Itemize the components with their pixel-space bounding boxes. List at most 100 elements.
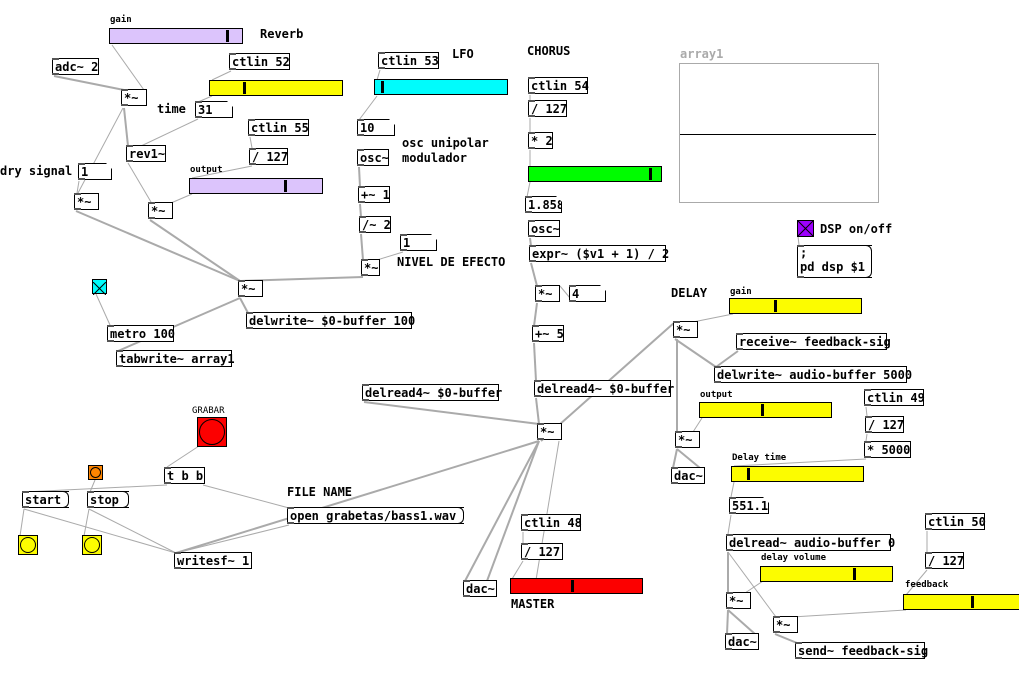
metro-toggle[interactable]	[92, 279, 107, 296]
delwrite-audio-buffer[interactable]: delwrite~ audio-buffer 5000	[714, 366, 912, 383]
dry-signal-label: dry signal	[0, 164, 73, 178]
slider-knob[interactable]	[284, 180, 287, 192]
delay-gain-slider[interactable]	[729, 298, 862, 314]
rev1-object[interactable]: rev1~	[126, 145, 166, 162]
receive-feedback[interactable]: receive~ feedback-sig	[736, 333, 891, 350]
time-number-box[interactable]: 31	[195, 101, 233, 118]
master-multiply[interactable]: *~	[537, 423, 562, 440]
slider-knob[interactable]	[853, 568, 856, 580]
level-label: NIVEL DE EFECTO	[397, 255, 506, 269]
writesf-object[interactable]: writesf~ 1	[174, 552, 252, 569]
lfo-slider[interactable]	[374, 79, 508, 95]
feedback-divide-127[interactable]: / 127	[925, 552, 964, 569]
chorus-osc[interactable]: osc~	[528, 220, 560, 237]
tabwrite-object[interactable]: tabwrite~ array1	[116, 350, 235, 367]
chorus-number-box[interactable]: 1.858	[525, 196, 562, 213]
bang-circle-icon	[20, 537, 36, 553]
stop-bang[interactable]	[82, 535, 102, 555]
adc-object[interactable]: adc~ 2	[52, 58, 99, 75]
ctlin-55[interactable]: ctlin 55	[248, 119, 309, 136]
lfo-multiply[interactable]: *~	[361, 259, 380, 276]
delay-time-number[interactable]: 551.1	[729, 497, 769, 514]
send-feedback[interactable]: send~ feedback-sig	[795, 642, 928, 659]
divide-127[interactable]: / 127	[249, 148, 288, 165]
orange-bang[interactable]	[88, 465, 103, 480]
delay-output-multiply[interactable]: *~	[675, 431, 700, 448]
chorus-multiply[interactable]: *~	[535, 285, 560, 302]
delay-title: DELAY	[671, 286, 708, 300]
chorus-multiply-2[interactable]: * 2	[528, 132, 553, 149]
slider-knob[interactable]	[381, 81, 384, 93]
bang-circle-icon	[84, 537, 100, 553]
record-bang[interactable]	[197, 417, 227, 447]
stop-message[interactable]: stop	[87, 491, 129, 508]
delread4-left[interactable]: delread4~ $0-buffer	[362, 384, 502, 401]
ctlin-53[interactable]: ctlin 53	[378, 52, 439, 69]
array-name: array1	[680, 47, 724, 61]
dsp-toggle[interactable]	[797, 220, 814, 237]
start-message[interactable]: start	[22, 491, 69, 508]
chorus-add[interactable]: +~ 5	[532, 325, 564, 342]
delay-volume-multiply[interactable]: *~	[726, 592, 751, 609]
master-slider[interactable]	[510, 578, 643, 594]
bang-circle-icon	[90, 467, 101, 478]
delay-volume-label: delay volume	[761, 553, 827, 563]
ctlin-48[interactable]: ctlin 48	[521, 514, 582, 531]
delay-dac-2[interactable]: dac~	[725, 633, 759, 650]
start-bang[interactable]	[18, 535, 38, 555]
wet-multiply[interactable]: *~	[148, 202, 173, 219]
lfo-osc[interactable]: osc~	[357, 149, 389, 166]
reverb-output-slider[interactable]	[189, 178, 323, 194]
slider-knob[interactable]	[649, 168, 652, 180]
mix-multiply[interactable]: *~	[238, 280, 263, 297]
metro-object[interactable]: metro 100	[107, 325, 175, 342]
ctlin-54[interactable]: ctlin 54	[528, 77, 589, 94]
delay-output-label: output	[700, 390, 733, 400]
delread-audio-buffer[interactable]: delread~ audio-buffer 0	[726, 534, 895, 551]
reverb-input-multiply[interactable]: *~	[121, 89, 147, 106]
reverb-gain-slider[interactable]	[109, 28, 243, 44]
feedback-multiply[interactable]: *~	[773, 616, 798, 633]
slider-knob[interactable]	[774, 300, 777, 312]
feedback-slider[interactable]	[903, 594, 1019, 610]
delay-time-slider[interactable]	[731, 466, 864, 482]
chorus-divide-127[interactable]: / 127	[528, 100, 567, 117]
depth-number-box[interactable]: 4	[569, 285, 606, 302]
lfo-divide[interactable]: /~ 2	[359, 216, 391, 233]
chorus-title: CHORUS	[527, 44, 571, 58]
reverb-output-label: output	[190, 165, 223, 175]
lfo-number-box[interactable]: 10	[357, 119, 395, 136]
dry-multiply[interactable]: *~	[74, 193, 99, 210]
delwrite-buffer[interactable]: delwrite~ $0-buffer 100	[246, 312, 415, 329]
slider-knob[interactable]	[747, 468, 750, 480]
slider-knob[interactable]	[226, 30, 229, 42]
level-number-box[interactable]: 1	[400, 234, 437, 251]
array-graph[interactable]	[679, 63, 879, 203]
delay-output-slider[interactable]	[699, 402, 832, 418]
chorus-slider[interactable]	[528, 166, 662, 182]
dsp-msg-line1: ;	[800, 246, 808, 260]
slider-knob[interactable]	[761, 404, 764, 416]
master-divide-127[interactable]: / 127	[521, 543, 563, 560]
lfo-add[interactable]: +~ 1	[358, 186, 390, 203]
slider-knob[interactable]	[971, 596, 974, 608]
delay-divide-127[interactable]: / 127	[865, 416, 904, 433]
dsp-message[interactable]: ;pd dsp $1	[797, 245, 872, 278]
dry-number-box[interactable]: 1	[78, 163, 112, 180]
slider-knob[interactable]	[243, 82, 246, 94]
multiply-5000[interactable]: * 5000	[864, 441, 911, 458]
expr-object[interactable]: expr~ ($v1 + 1) / 2	[529, 245, 669, 262]
ctlin-49[interactable]: ctlin 49	[864, 389, 925, 406]
master-dac[interactable]: dac~	[463, 580, 497, 597]
delread4-right[interactable]: delread4~ $0-buffer	[534, 380, 674, 397]
trigger-object[interactable]: t b b	[164, 467, 205, 484]
ctlin-50[interactable]: ctlin 50	[925, 513, 986, 530]
slider-knob[interactable]	[571, 580, 574, 592]
open-file-message[interactable]: open grabetas/bass1.wav	[287, 507, 464, 524]
delay-dac[interactable]: dac~	[671, 467, 705, 484]
delay-volume-slider[interactable]	[760, 566, 893, 582]
reverb-time-slider[interactable]	[209, 80, 343, 96]
ctlin-52[interactable]: ctlin 52	[229, 53, 290, 70]
delay-input-multiply[interactable]: *~	[673, 321, 698, 338]
